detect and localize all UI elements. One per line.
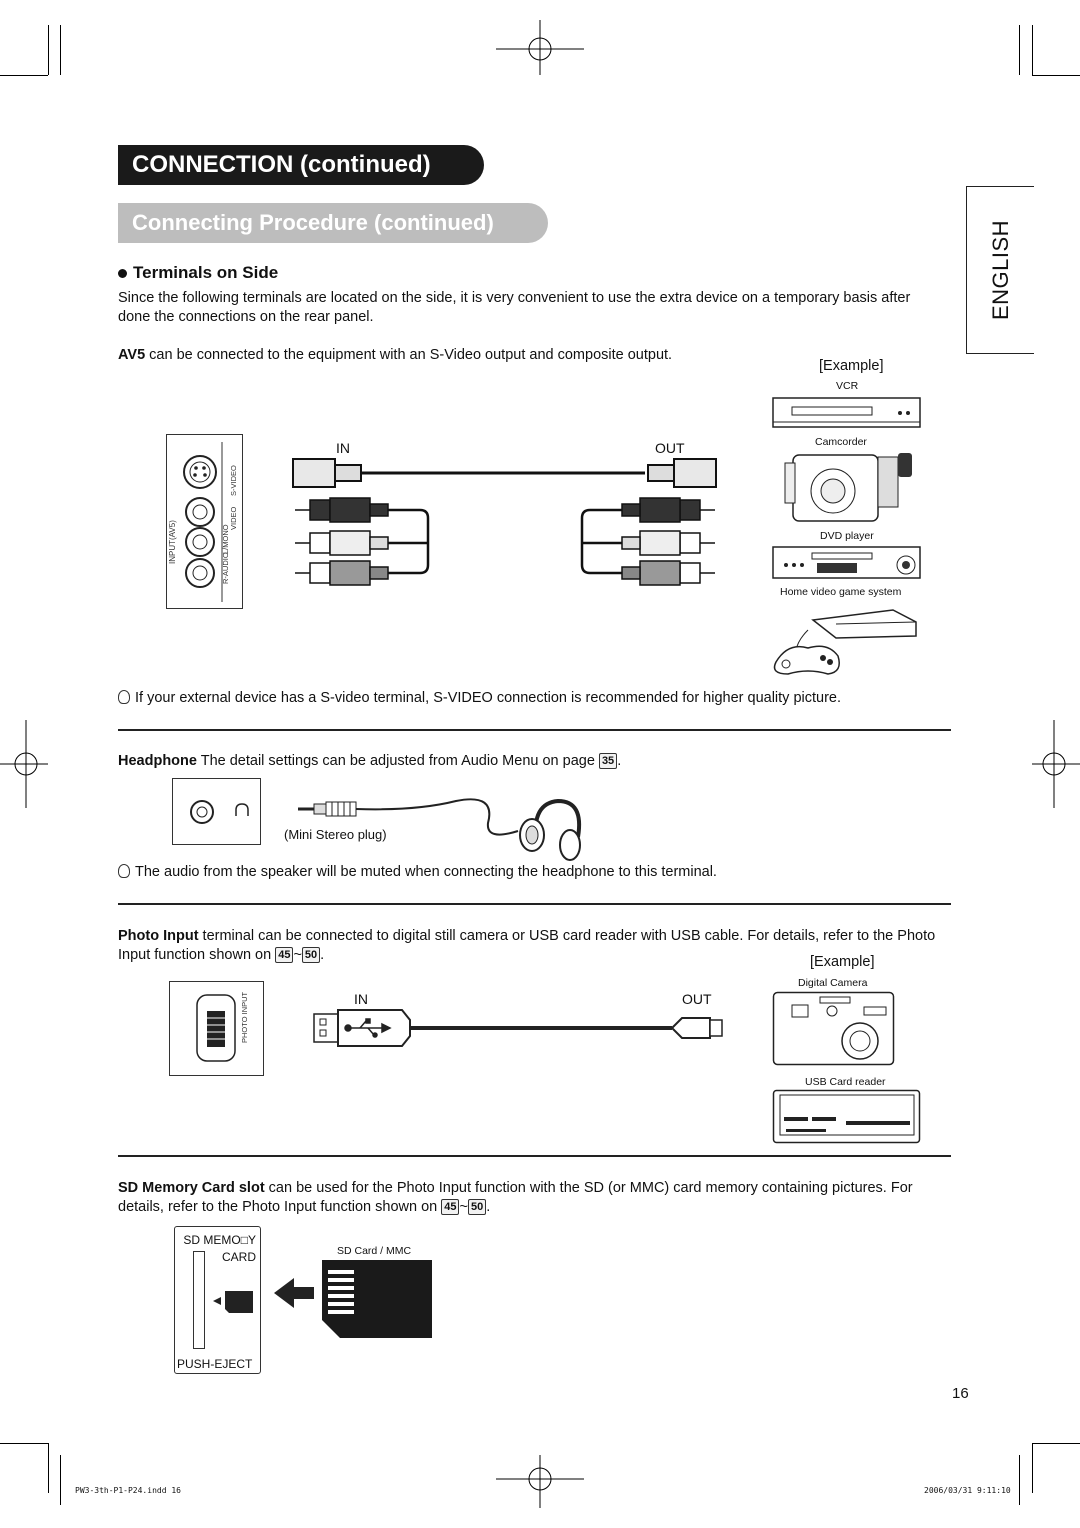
- headphone-jack-panel: [172, 778, 261, 845]
- footer-datetime: 2006/03/31 9:11:10: [924, 1486, 1011, 1495]
- svideo-tip: If your external device has a S-video te…: [118, 689, 948, 708]
- language-label: ENGLISH: [987, 219, 1013, 321]
- vcr-illustration: [772, 397, 921, 428]
- device-label-dvd: DVD player: [820, 530, 874, 542]
- divider: [118, 1155, 951, 1157]
- device-label-game: Home video game system: [780, 586, 902, 598]
- photo-input-panel: PHOTO INPUT: [169, 981, 264, 1076]
- panel-video-label: VIDEO: [229, 506, 238, 530]
- tip-bulb-icon: [118, 864, 130, 878]
- usb-out-label: OUT: [682, 991, 712, 1007]
- push-eject-label: PUSH-EJECT: [177, 1357, 253, 1371]
- sd-card-type-label: SD Card / MMC: [337, 1245, 412, 1257]
- section-subtitle: Connecting Procedure (continued): [118, 203, 548, 243]
- bullet-icon: [118, 269, 127, 279]
- usb-in-label: IN: [354, 991, 368, 1007]
- section-title: CONNECTION (continued): [118, 145, 484, 185]
- panel-svideo-label: S-VIDEO: [229, 465, 238, 496]
- sd-card-label: CARD: [221, 1250, 256, 1264]
- sd-slot-label: SD MEMO□Y: [183, 1233, 256, 1247]
- page-ref-45[interactable]: 45: [275, 947, 294, 964]
- terminals-intro: Since the following terminals are locate…: [118, 290, 911, 325]
- tip-bulb-icon: [118, 690, 130, 704]
- device-label-vcr: VCR: [836, 380, 859, 392]
- headphone-icon: [235, 803, 249, 816]
- av-cable-diagram: [292, 458, 717, 586]
- av-out-label: OUT: [655, 440, 685, 456]
- mini-plug-label: (Mini Stereo plug): [284, 827, 387, 842]
- divider: [118, 903, 951, 905]
- device-label-camera: Digital Camera: [798, 977, 868, 989]
- device-label-card-reader: USB Card reader: [805, 1076, 886, 1088]
- panel-input-label: INPUT(AV5): [168, 520, 177, 564]
- panel-audio-label: R-AUDIO: [221, 552, 230, 584]
- page-ref-45[interactable]: 45: [441, 1199, 460, 1216]
- example-label: [Example]: [819, 358, 884, 374]
- headphone-description: Headphone The detail settings can be adj…: [118, 753, 622, 770]
- insert-arrow-icon: [274, 1278, 314, 1308]
- av5-description: AV5 can be connected to the equipment wi…: [118, 347, 673, 363]
- page-ref-50[interactable]: 50: [467, 1199, 487, 1216]
- card-reader-illustration: [772, 1089, 921, 1144]
- device-label-camcorder: Camcorder: [815, 436, 867, 448]
- game-system-illustration: [773, 609, 917, 675]
- divider: [118, 729, 951, 731]
- av-in-label: IN: [336, 440, 350, 456]
- headphone-illustration: [298, 798, 581, 861]
- dvd-player-illustration: [772, 546, 921, 579]
- usb-cable-illustration: [313, 1009, 723, 1047]
- panel-lmono-label: L/MONO: [221, 524, 230, 554]
- sd-insert-icon: [213, 1291, 253, 1313]
- sd-slot[interactable]: [193, 1251, 205, 1349]
- photo-panel-label: PHOTO INPUT: [240, 991, 249, 1043]
- photo-input-description: Photo Input terminal can be connected to…: [118, 928, 936, 964]
- footer-file: PW3-3th-P1-P24.indd 16: [75, 1486, 181, 1495]
- sd-slot-panel: SD MEMO□Y CARD PUSH-EJECT: [174, 1226, 261, 1374]
- digital-camera-illustration: [772, 991, 895, 1066]
- page-ref-35[interactable]: 35: [598, 753, 618, 770]
- language-tab: ENGLISH: [966, 186, 1034, 354]
- page-ref-50[interactable]: 50: [301, 947, 321, 964]
- terminals-heading: Terminals on Side: [118, 263, 278, 283]
- usb-icon: [344, 1018, 392, 1038]
- photo-example-label: [Example]: [810, 954, 875, 970]
- page-number: 16: [952, 1385, 969, 1402]
- sd-card-illustration: [322, 1260, 432, 1338]
- headphone-tip: The audio from the speaker will be muted…: [118, 863, 948, 882]
- camcorder-illustration: [784, 453, 912, 522]
- av5-terminal-panel: INPUT(AV5) S-VIDEO VIDEO L/MONO R-AUDIO: [166, 434, 243, 609]
- sd-card-description: SD Memory Card slot can be used for the …: [118, 1180, 913, 1216]
